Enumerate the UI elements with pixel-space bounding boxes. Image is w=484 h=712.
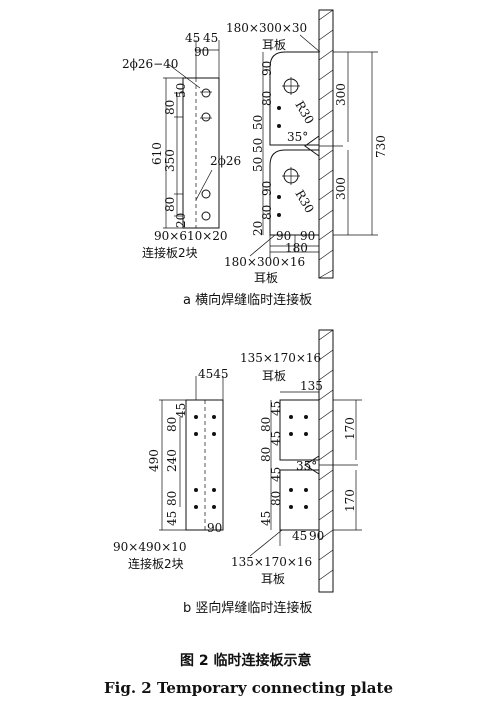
- r50-b: 50: [251, 138, 265, 153]
- bottom-plate-name-b: 耳板: [261, 572, 285, 586]
- dim-45-a: 45: [185, 31, 200, 45]
- dim-50-a: 50: [174, 83, 188, 98]
- connector-name-b: 连接板2块: [128, 556, 184, 571]
- panel-b: 4545 490 240 80 45 80 45 90 90×490×10 连接…: [113, 329, 362, 616]
- r50-a: 50: [251, 115, 265, 130]
- dim-4545: 4545: [198, 367, 229, 381]
- ear-plate-bottom-a: [269, 149, 319, 236]
- dim-80-b: 80: [163, 197, 177, 212]
- caption-b: b 竖向焊缝临时连接板: [183, 600, 312, 616]
- wall-b: [318, 329, 334, 593]
- r20: 20: [251, 221, 265, 236]
- b90-b: 90: [300, 229, 315, 243]
- r45-a: 45: [269, 401, 283, 416]
- connector-plate-a: [163, 40, 220, 229]
- bolt-label: 2ϕ26−40: [122, 57, 178, 71]
- bottom-plate-label-a: 180×300×16: [224, 255, 305, 269]
- dim-80-a: 80: [163, 100, 177, 115]
- dim-240: 240: [165, 449, 179, 472]
- top-plate-name-b: 耳板: [262, 369, 286, 383]
- r45-b: 45: [269, 431, 283, 446]
- dim-20: 20: [174, 213, 188, 228]
- dim-170-b: 170: [343, 489, 357, 512]
- r90-b: 90: [260, 181, 274, 196]
- dim-90-top: 90: [194, 45, 209, 59]
- connector-name-a: 连接板2块: [142, 245, 198, 260]
- wall-a: [318, 9, 334, 279]
- top-plate-label-b: 135×170×16: [240, 351, 321, 365]
- caption-a: a 横向焊缝临时连接板: [183, 292, 312, 308]
- r80-b-c: 80: [269, 491, 283, 506]
- dim-730: 730: [374, 135, 388, 158]
- dim-300-a: 300: [334, 83, 348, 106]
- ear-plate-bottom-b: [279, 469, 320, 531]
- dim-610: 610: [150, 142, 164, 165]
- dim-135: 135: [300, 379, 323, 393]
- r50-c: 50: [251, 157, 265, 172]
- connector-size-b: 90×490×10: [113, 540, 187, 554]
- r45-c: 45: [269, 467, 283, 482]
- r45-d: 45: [259, 511, 273, 526]
- bottom-plate-name-a: 耳板: [254, 271, 278, 285]
- r80-b: 80: [260, 205, 274, 220]
- b90: 90: [309, 529, 324, 543]
- top-plate-name-a: 耳板: [262, 38, 286, 52]
- r90-a: 90: [260, 61, 274, 76]
- dim-300-b: 300: [334, 177, 348, 200]
- r80-b-b: 80: [259, 447, 273, 462]
- angle-35-b: 35°: [296, 459, 317, 473]
- figure-caption-en: Fig. 2 Temporary connecting plate: [104, 679, 393, 697]
- r30-a: R30: [292, 99, 316, 127]
- dim-45-b-b: 45: [165, 511, 179, 526]
- ear-plate-top-a: [269, 51, 319, 146]
- dim-170-a: 170: [343, 417, 357, 440]
- r80-b-a: 80: [259, 417, 273, 432]
- r80-a: 80: [260, 91, 274, 106]
- pin-label: 2ϕ26: [210, 154, 241, 168]
- angle-35-a: 35°: [287, 130, 308, 144]
- dim-90-b: 90: [207, 521, 222, 535]
- top-plate-label-a: 180×300×30: [226, 21, 307, 35]
- b90-a: 90: [276, 229, 291, 243]
- bottom-plate-label-b: 135×170×16: [231, 555, 312, 569]
- connector-plate-b: [159, 376, 224, 531]
- panel-a: 45 45 90 2ϕ26−40 2ϕ26 610 350 80 80 50 2…: [122, 9, 388, 308]
- dim-350: 350: [163, 149, 177, 172]
- dim-45-b: 45: [203, 31, 218, 45]
- r30-b: R30: [292, 188, 316, 216]
- dim-80-b-b: 80: [165, 491, 179, 506]
- ear-plate-top-b: [279, 399, 320, 461]
- b180: 180: [285, 241, 308, 255]
- dim-490: 490: [147, 449, 161, 472]
- figure-caption-cn: 图 2 临时连接板示意: [180, 652, 312, 669]
- b45: 45: [292, 529, 307, 543]
- dim-80-b-a: 80: [165, 417, 179, 432]
- dim-45-b-a: 45: [174, 403, 188, 418]
- connector-size-a: 90×610×20: [154, 229, 228, 243]
